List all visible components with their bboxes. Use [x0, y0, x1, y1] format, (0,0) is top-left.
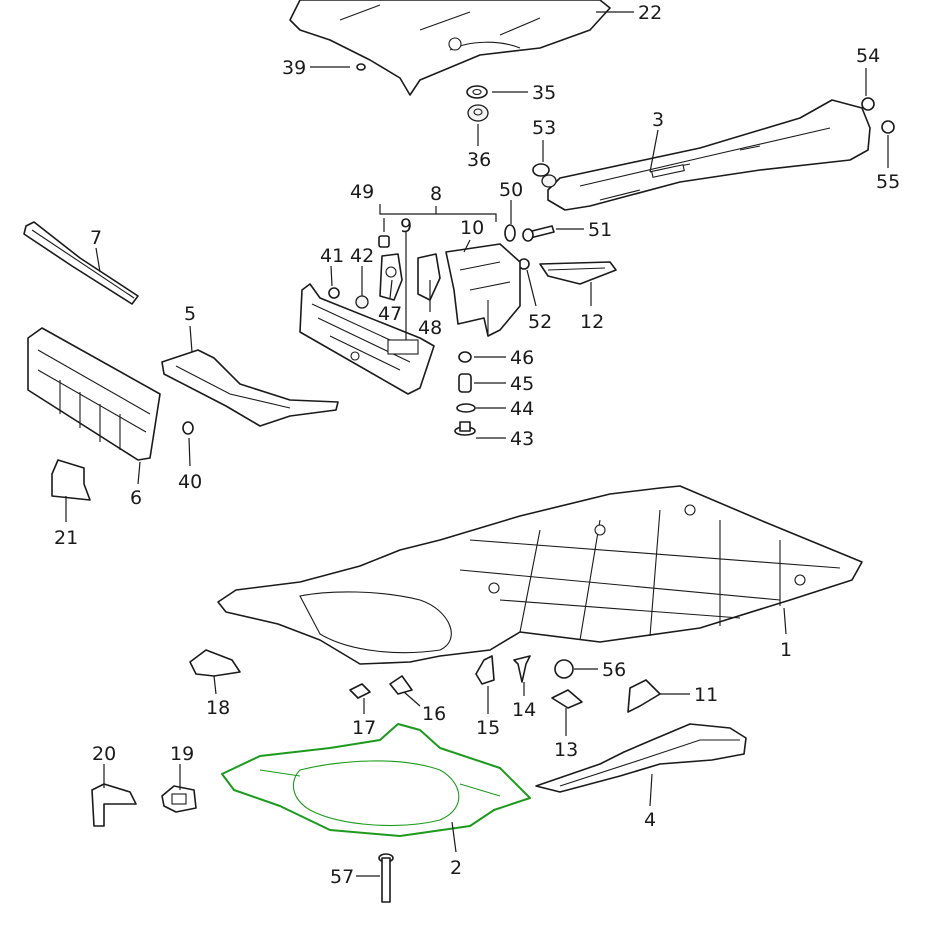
callout-6: 6 [130, 487, 142, 509]
part-51-screw[interactable] [522, 225, 555, 242]
part-55-nut[interactable] [881, 120, 895, 134]
part-7-strip[interactable] [23, 221, 139, 305]
part-56-plug[interactable] [554, 659, 574, 679]
callout-1: 1 [780, 639, 792, 661]
callout-15: 15 [476, 717, 500, 739]
callout-19: 19 [170, 743, 194, 765]
leader-lines [65, 11, 889, 877]
part-6-rear-panel[interactable] [27, 327, 161, 461]
part-15-bracket[interactable] [475, 655, 495, 685]
callout-22: 22 [638, 2, 662, 24]
callout-8: 8 [430, 183, 442, 205]
callout-18: 18 [206, 697, 230, 719]
callout-36: 36 [467, 149, 491, 171]
part-44-washer[interactable] [456, 403, 476, 413]
callout-2: 2 [450, 857, 462, 879]
part-41-nut[interactable] [328, 287, 340, 299]
part-47-gusset[interactable] [379, 253, 403, 301]
part-49-clip[interactable] [378, 235, 390, 248]
part-3-side-rail[interactable] [547, 99, 871, 211]
callout-51: 51 [588, 219, 612, 241]
part-16-clip[interactable] [389, 675, 413, 695]
callout-10: 10 [460, 217, 484, 239]
part-11-bracket[interactable] [627, 679, 661, 713]
callout-3: 3 [652, 109, 664, 131]
callout-40: 40 [178, 471, 202, 493]
callout-56: 56 [602, 659, 626, 681]
callout-20: 20 [92, 743, 116, 765]
callout-16: 16 [422, 703, 446, 725]
callout-47: 47 [378, 303, 402, 325]
callout-45: 45 [510, 373, 534, 395]
part-53-plug[interactable] [532, 163, 557, 188]
part-5-crossmember[interactable] [161, 349, 339, 427]
part-42-nut[interactable] [355, 295, 369, 309]
part-43-mount[interactable] [454, 421, 476, 436]
part-46-nut[interactable] [458, 351, 472, 363]
part-10-panel[interactable] [445, 243, 521, 337]
callout-57: 57 [330, 866, 354, 888]
callout-48: 48 [418, 317, 442, 339]
part-35-grommet[interactable] [466, 85, 488, 99]
part-19-bracket[interactable] [161, 785, 197, 813]
callout-21: 21 [54, 527, 78, 549]
callout-17: 17 [352, 717, 376, 739]
callout-55: 55 [876, 171, 900, 193]
callout-7: 7 [90, 227, 102, 249]
part-13-bracket[interactable] [551, 689, 583, 709]
callout-13: 13 [554, 739, 578, 761]
callout-50: 50 [499, 179, 523, 201]
callout-5: 5 [184, 303, 196, 325]
callout-42: 42 [350, 245, 374, 267]
callout-43: 43 [510, 428, 534, 450]
part-48-gusset[interactable] [417, 253, 441, 301]
part-57-bolt[interactable] [378, 853, 394, 903]
part-22-upper-panel[interactable] [289, 0, 611, 96]
part-12-bracket[interactable] [539, 261, 617, 285]
part-50-clip[interactable] [504, 224, 516, 242]
callout-41: 41 [320, 245, 344, 267]
part-40-nut[interactable] [182, 421, 194, 435]
callout-49: 49 [350, 181, 374, 203]
callout-4: 4 [644, 809, 656, 831]
part-18-bracket[interactable] [189, 649, 241, 677]
part-14-bracket[interactable] [513, 655, 531, 683]
part-54-nut[interactable] [861, 97, 875, 111]
callout-11: 11 [694, 684, 718, 706]
part-45-spacer[interactable] [458, 373, 472, 393]
part-17-clip[interactable] [349, 683, 371, 699]
callout-46: 46 [510, 347, 534, 369]
callout-39: 39 [282, 57, 306, 79]
part-1-floor-pan[interactable] [217, 485, 863, 665]
callout-35: 35 [532, 82, 556, 104]
part-20-bracket[interactable] [91, 783, 137, 827]
part-36-grommet[interactable] [467, 104, 489, 122]
part-39-clip[interactable] [356, 63, 366, 71]
callout-9: 9 [400, 215, 412, 237]
callout-54: 54 [856, 45, 880, 67]
callout-44: 44 [510, 398, 534, 420]
callout-labels: 22 39 35 36 3 54 55 53 50 51 52 12 8 49 … [54, 2, 900, 888]
callout-53: 53 [532, 117, 556, 139]
callout-12: 12 [580, 311, 604, 333]
part-4-side-member[interactable] [535, 723, 747, 793]
part-9-bulkhead[interactable] [299, 283, 435, 395]
callout-52: 52 [528, 311, 552, 333]
part-2-floor-reinforcement[interactable] [221, 723, 531, 837]
callout-14: 14 [512, 699, 536, 721]
part-21-bracket[interactable] [51, 459, 91, 501]
